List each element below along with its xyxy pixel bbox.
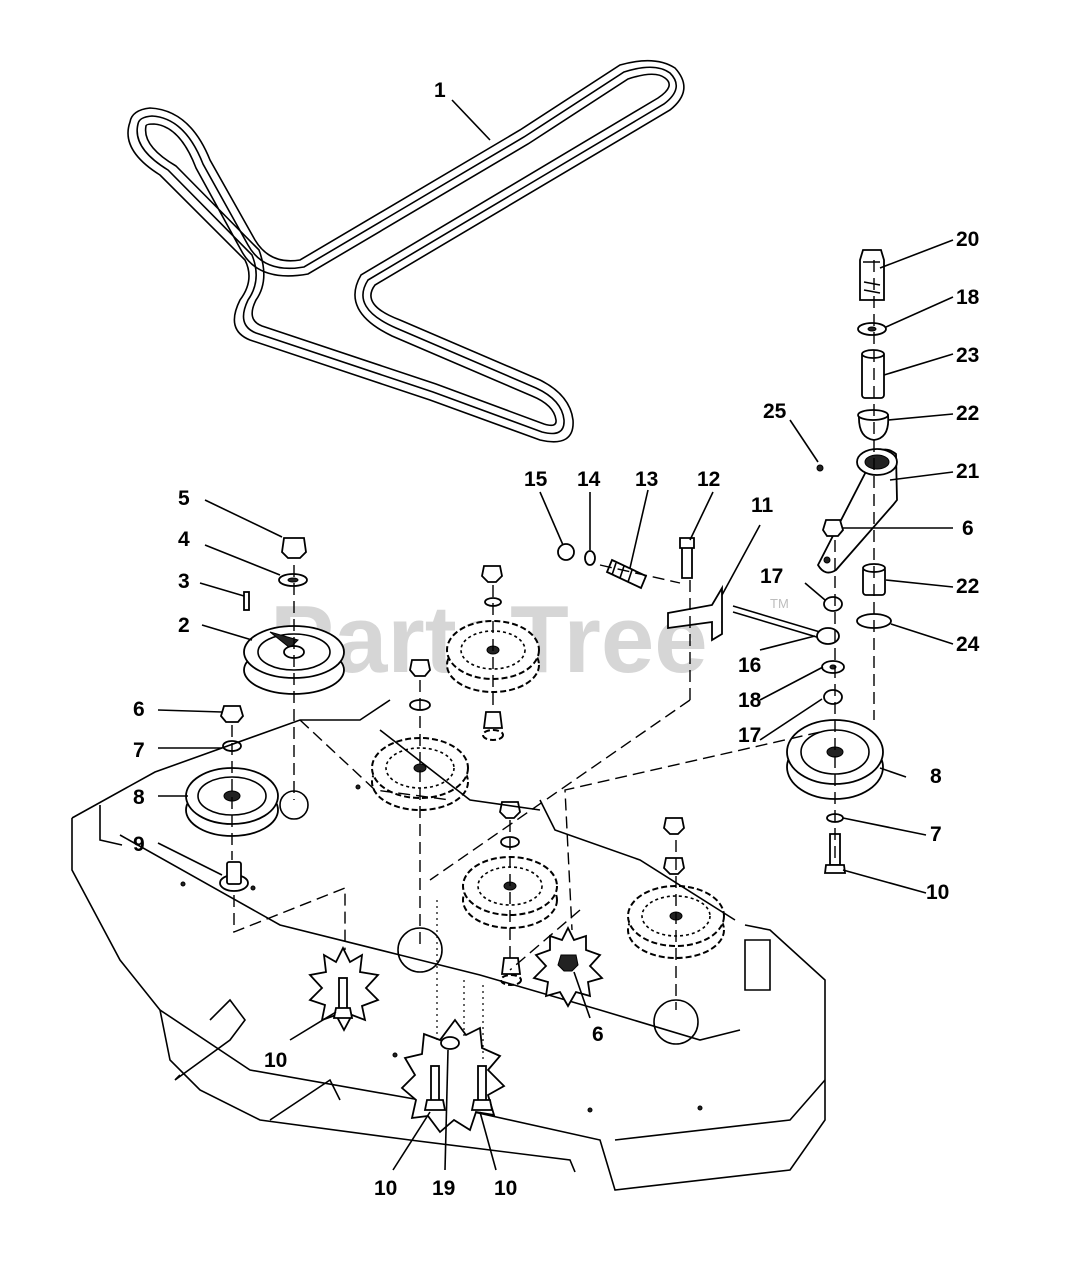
callout-22-top: 22	[956, 402, 979, 425]
callout-10-left: 10	[264, 1049, 287, 1072]
idler-arm-stack	[816, 249, 898, 705]
watermark-trademark: TM	[770, 596, 789, 611]
callout-20: 20	[956, 228, 979, 251]
blade-bolt-group-center	[400, 1018, 506, 1134]
callout-3: 3	[178, 570, 190, 593]
callout-25: 25	[763, 400, 787, 423]
callout-6-left: 6	[133, 698, 145, 721]
blade-nut-group-right	[532, 925, 604, 1008]
callout-19: 19	[432, 1177, 455, 1200]
callout-17-bottom: 17	[738, 724, 761, 747]
callout-7-right: 7	[930, 823, 942, 846]
callout-17-top: 17	[760, 565, 783, 588]
callout-6-right: 6	[962, 517, 974, 540]
callout-12: 12	[697, 468, 720, 491]
callout-16: 16	[738, 654, 761, 677]
leader-lines	[157, 99, 954, 1171]
idler-pulley-left	[185, 705, 279, 892]
callout-8-left: 8	[133, 786, 145, 809]
spring-rod-assembly	[557, 537, 840, 645]
callout-10-bottom-right: 10	[494, 1177, 517, 1200]
callout-11: 11	[751, 494, 774, 517]
callout-9: 9	[133, 833, 145, 856]
callout-1: 1	[434, 79, 446, 102]
callout-18-top: 18	[956, 286, 980, 309]
blade-bolt-group-left	[308, 945, 380, 1032]
callout-4: 4	[178, 528, 190, 551]
callout-6-bottom: 6	[592, 1023, 604, 1046]
callout-23: 23	[956, 344, 979, 367]
drive-pulley-left	[243, 537, 345, 695]
drive-belt	[127, 59, 685, 443]
callout-14: 14	[577, 468, 601, 491]
callout-labels: 1 2 3 4 5 6 6 6 7 7 8 8 9 10 10 10 10 11…	[133, 79, 980, 1200]
callout-18-bottom: 18	[738, 689, 762, 712]
callout-8-right: 8	[930, 765, 942, 788]
callout-10-bottom-left: 10	[374, 1177, 397, 1200]
callout-22-bottom: 22	[956, 575, 979, 598]
assembly-lines	[231, 260, 875, 1060]
callout-24: 24	[956, 633, 980, 656]
callout-2: 2	[178, 614, 190, 637]
callout-10-right: 10	[926, 881, 949, 904]
callout-15: 15	[524, 468, 548, 491]
callout-5: 5	[178, 487, 190, 510]
callout-13: 13	[635, 468, 658, 491]
callout-7-left: 7	[133, 739, 145, 762]
callout-21: 21	[956, 460, 980, 483]
